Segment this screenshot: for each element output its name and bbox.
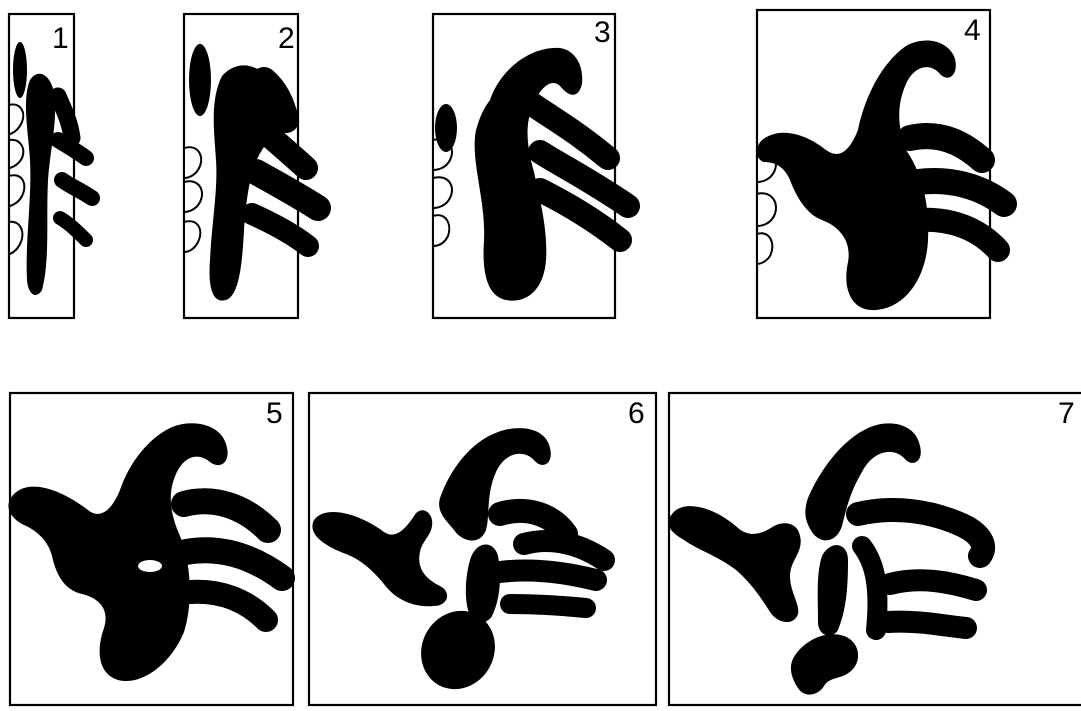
panel-1: 1 xyxy=(9,14,92,318)
panel-2: 2 xyxy=(184,14,318,318)
panel-1-label: 1 xyxy=(52,22,69,55)
panel-7-label: 7 xyxy=(1058,397,1075,430)
panel-6: 6 xyxy=(309,393,656,705)
panel-5: 5 xyxy=(8,393,293,705)
panel-3: 3 xyxy=(433,14,628,318)
panel-6-label: 6 xyxy=(628,397,645,430)
panel-2-label: 2 xyxy=(278,22,295,55)
panel-4: 4 xyxy=(757,10,1004,318)
panel-7: 7 xyxy=(668,393,1081,705)
panel-3-label: 3 xyxy=(594,16,611,49)
panel-4-label: 4 xyxy=(964,14,981,47)
panel-5-label: 5 xyxy=(266,397,283,430)
